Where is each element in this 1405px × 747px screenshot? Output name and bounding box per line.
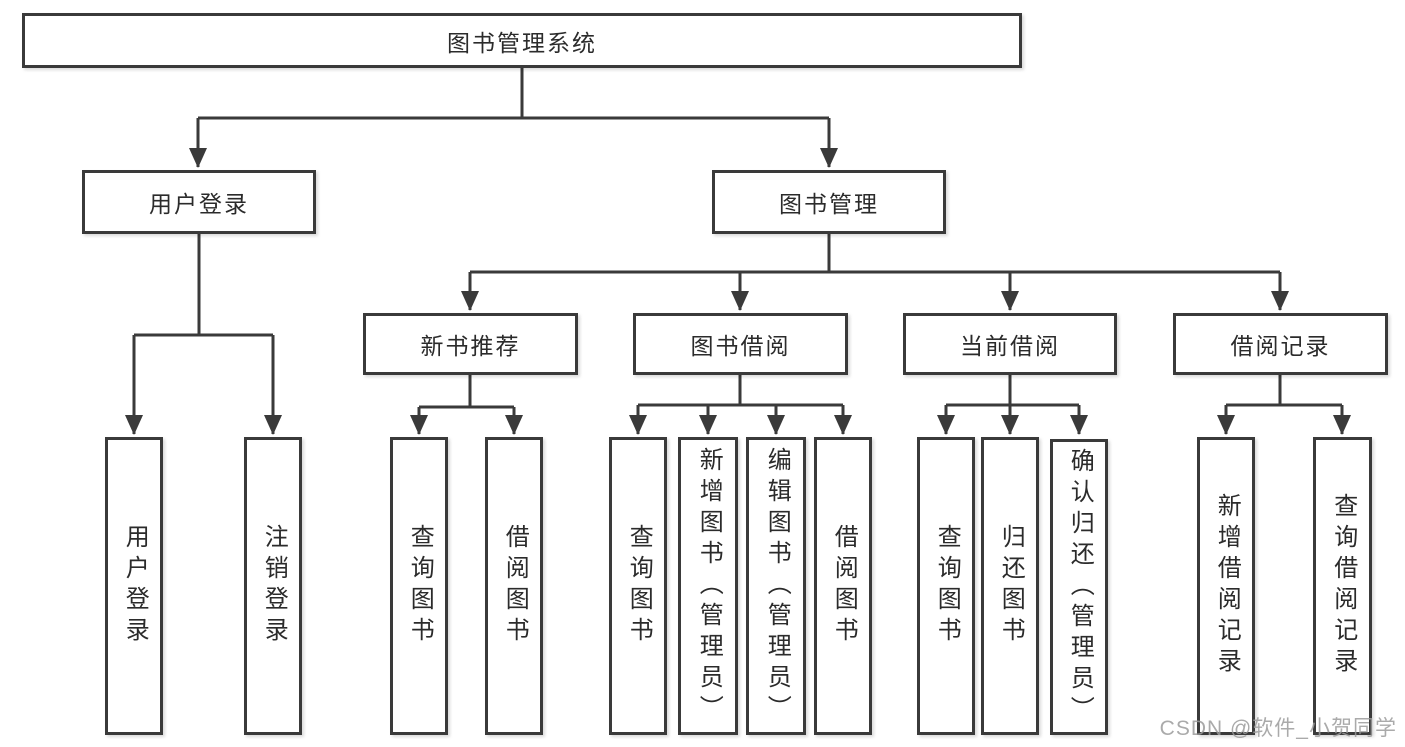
- leaf-borrowing-edit-books-admin: 编辑图书（管理员）: [746, 437, 806, 735]
- leaf-borrowing-add-books-admin: 新增图书（管理员）: [678, 437, 738, 735]
- watermark-text: CSDN @软件_小贺同学: [1159, 717, 1397, 740]
- leaf-current-return-books: 归还图书: [981, 437, 1039, 735]
- node-user-login: 用户登录: [82, 170, 316, 234]
- leaf-borrowing-borrow-books: 借阅图书: [814, 437, 872, 735]
- leaf-newbook-borrow-books: 借阅图书: [485, 437, 543, 735]
- leaf-current-query-books: 查询图书: [917, 437, 975, 735]
- leaf-borrowing-query-books: 查询图书: [609, 437, 667, 735]
- leaf-current-confirm-return-admin: 确认归还（管理员）: [1050, 439, 1108, 735]
- leaf-logout: 注销登录: [244, 437, 302, 735]
- node-new-book-recommend: 新书推荐: [363, 313, 578, 375]
- node-current-borrowing: 当前借阅: [903, 313, 1117, 375]
- node-book-borrowing: 图书借阅: [633, 313, 848, 375]
- node-borrowing-records: 借阅记录: [1173, 313, 1388, 375]
- leaf-user-login: 用户登录: [105, 437, 163, 735]
- leaf-records-add-record: 新增借阅记录: [1197, 437, 1255, 735]
- leaf-newbook-query-books: 查询图书: [390, 437, 448, 735]
- node-library-system: 图书管理系统: [22, 13, 1022, 68]
- node-book-management: 图书管理: [712, 170, 946, 234]
- leaf-records-query-record: 查询借阅记录: [1313, 437, 1372, 735]
